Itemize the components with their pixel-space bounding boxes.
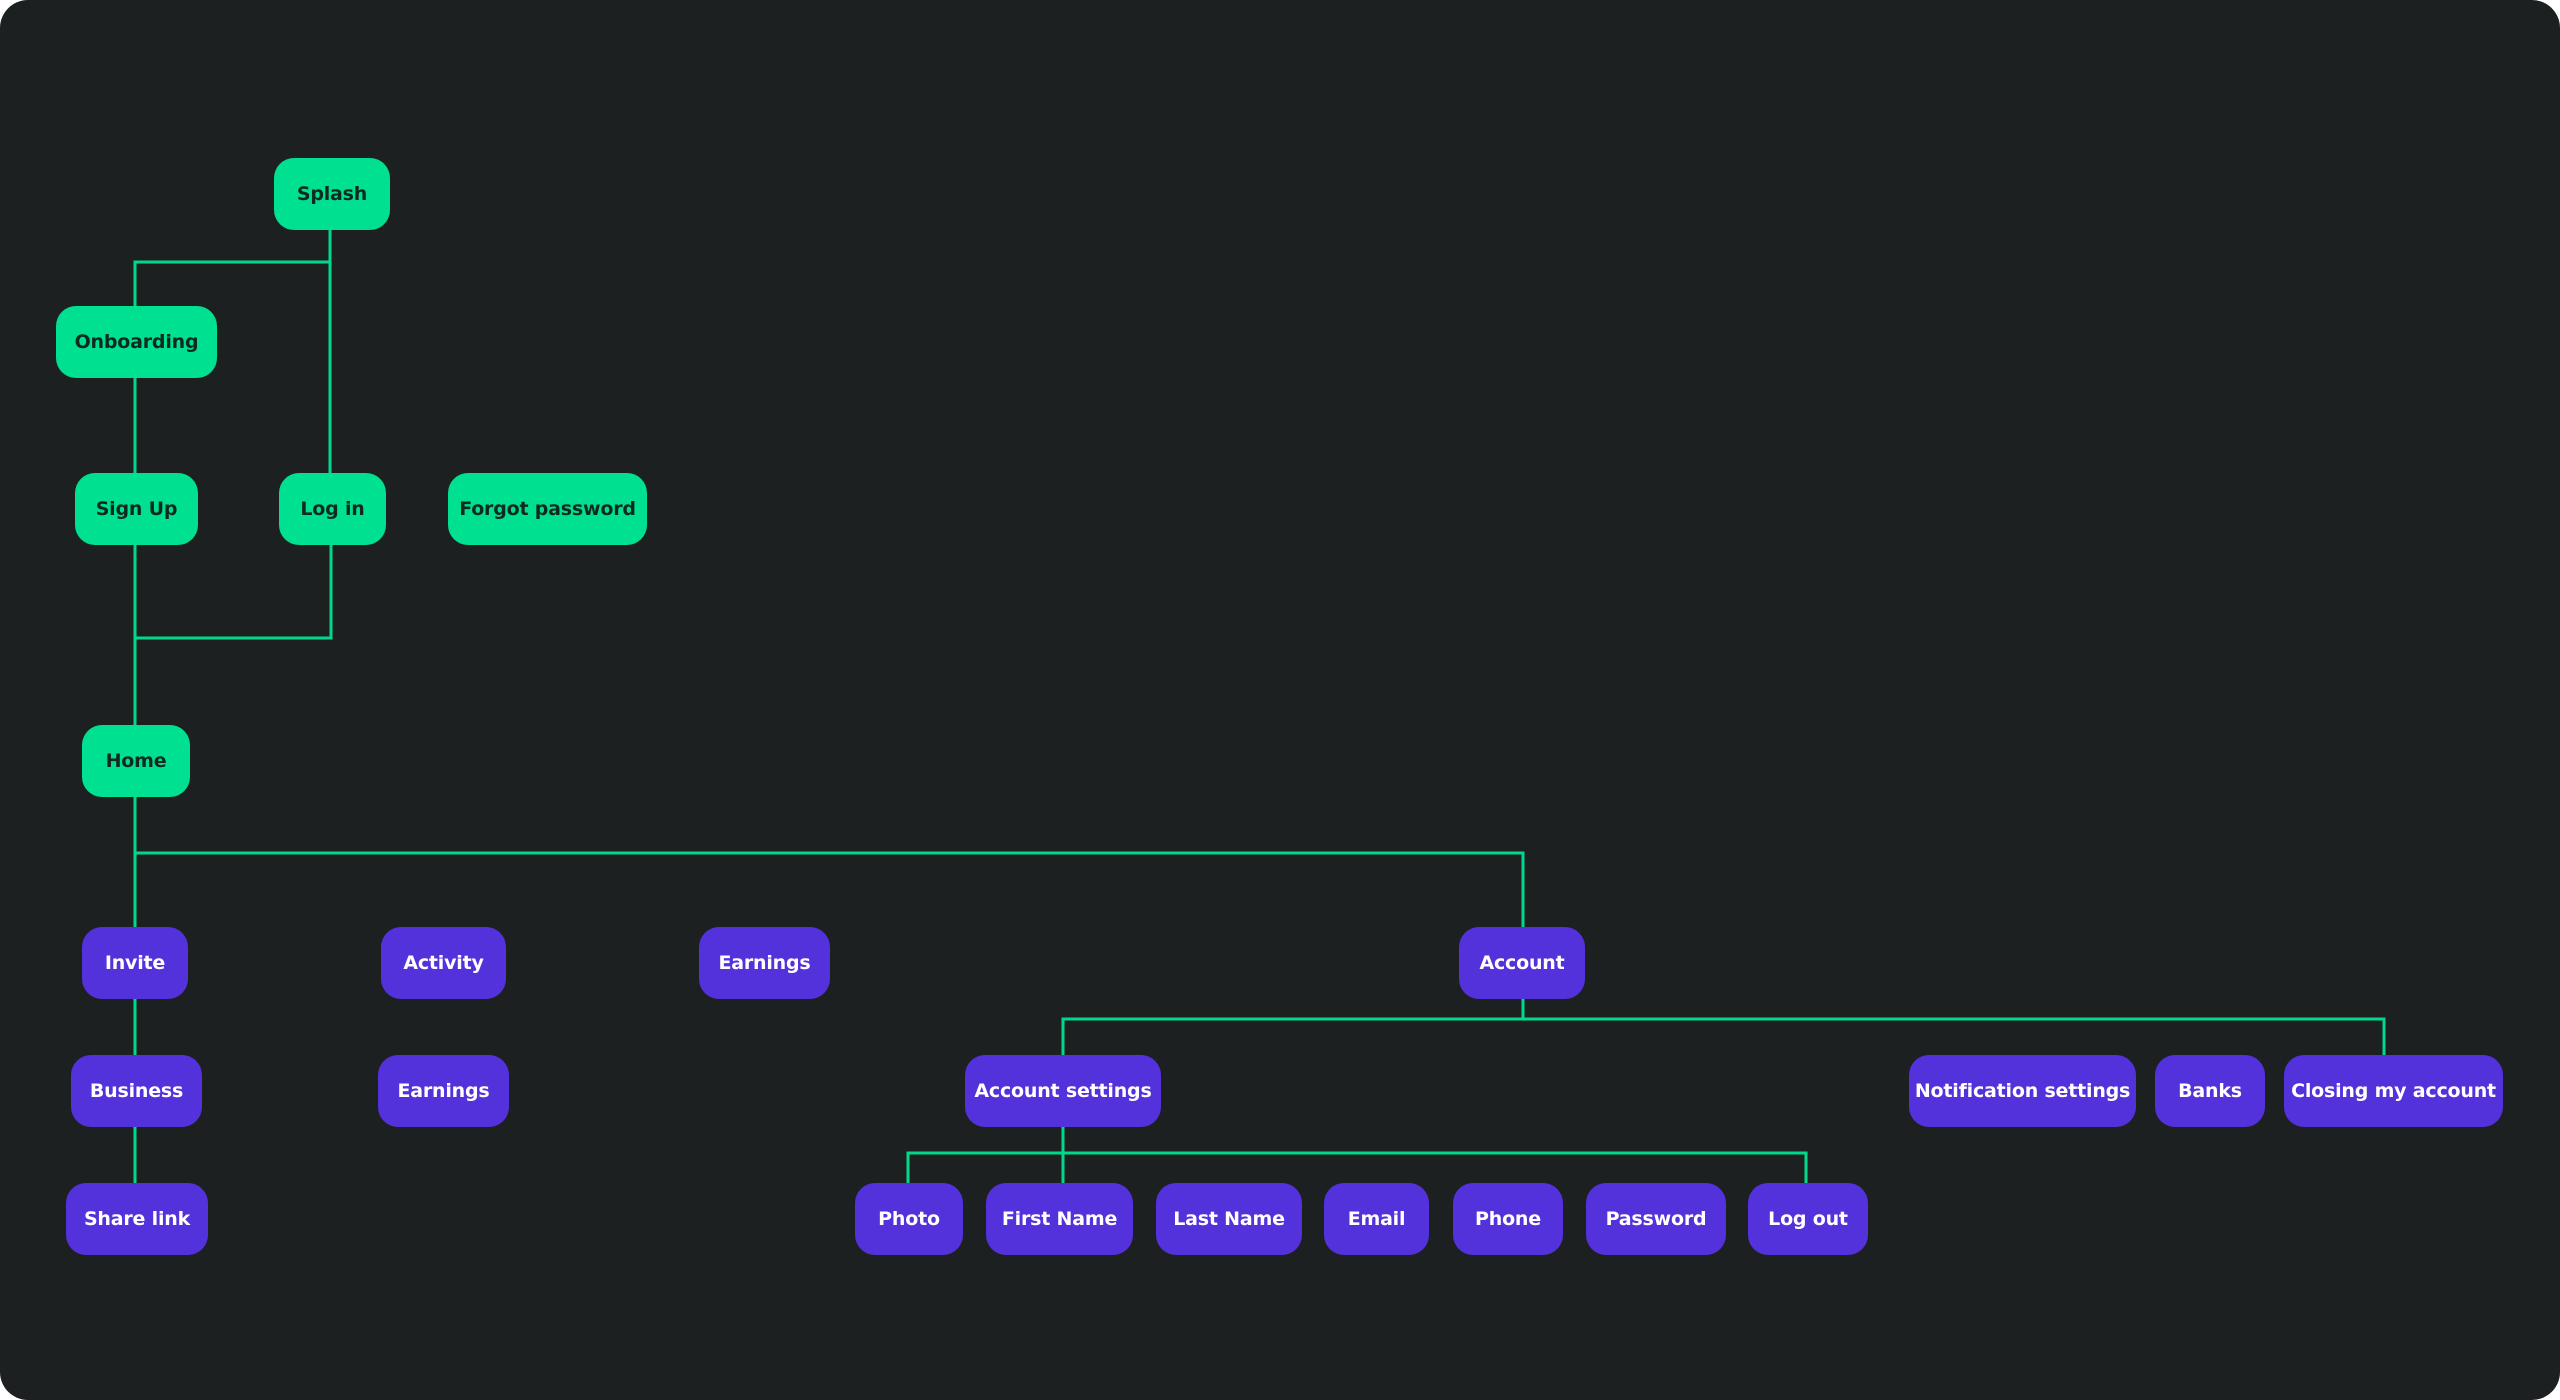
node-activity[interactable]: Activity — [381, 927, 506, 999]
node-home[interactable]: Home — [82, 725, 190, 797]
connector-home-account — [135, 851, 1525, 927]
node-account-settings[interactable]: Account settings — [965, 1055, 1161, 1127]
connector-login-home — [135, 543, 333, 640]
node-last-name[interactable]: Last Name — [1156, 1183, 1302, 1255]
node-email[interactable]: Email — [1324, 1183, 1429, 1255]
node-closing-my-account[interactable]: Closing my account — [2284, 1055, 2503, 1127]
connector-account-children — [1061, 997, 2386, 1055]
node-forgot-password[interactable]: Forgot password — [448, 473, 647, 545]
node-log-out[interactable]: Log out — [1748, 1183, 1868, 1255]
node-business[interactable]: Business — [71, 1055, 202, 1127]
node-earnings-top[interactable]: Earnings — [699, 927, 830, 999]
node-invite[interactable]: Invite — [82, 927, 188, 999]
node-sign-up[interactable]: Sign Up — [75, 473, 198, 545]
node-phone[interactable]: Phone — [1453, 1183, 1563, 1255]
connector-splash-onboarding — [133, 228, 332, 306]
node-log-in[interactable]: Log in — [279, 473, 386, 545]
node-earnings-sub[interactable]: Earnings — [378, 1055, 509, 1127]
connector-settings-fields — [906, 1125, 1808, 1183]
node-photo[interactable]: Photo — [855, 1183, 963, 1255]
node-account[interactable]: Account — [1459, 927, 1585, 999]
node-banks[interactable]: Banks — [2155, 1055, 2265, 1127]
node-onboarding[interactable]: Onboarding — [56, 306, 217, 378]
node-notification-settings[interactable]: Notification settings — [1909, 1055, 2136, 1127]
node-first-name[interactable]: First Name — [986, 1183, 1133, 1255]
node-share-link[interactable]: Share link — [66, 1183, 208, 1255]
node-splash[interactable]: Splash — [274, 158, 390, 230]
node-password[interactable]: Password — [1586, 1183, 1726, 1255]
